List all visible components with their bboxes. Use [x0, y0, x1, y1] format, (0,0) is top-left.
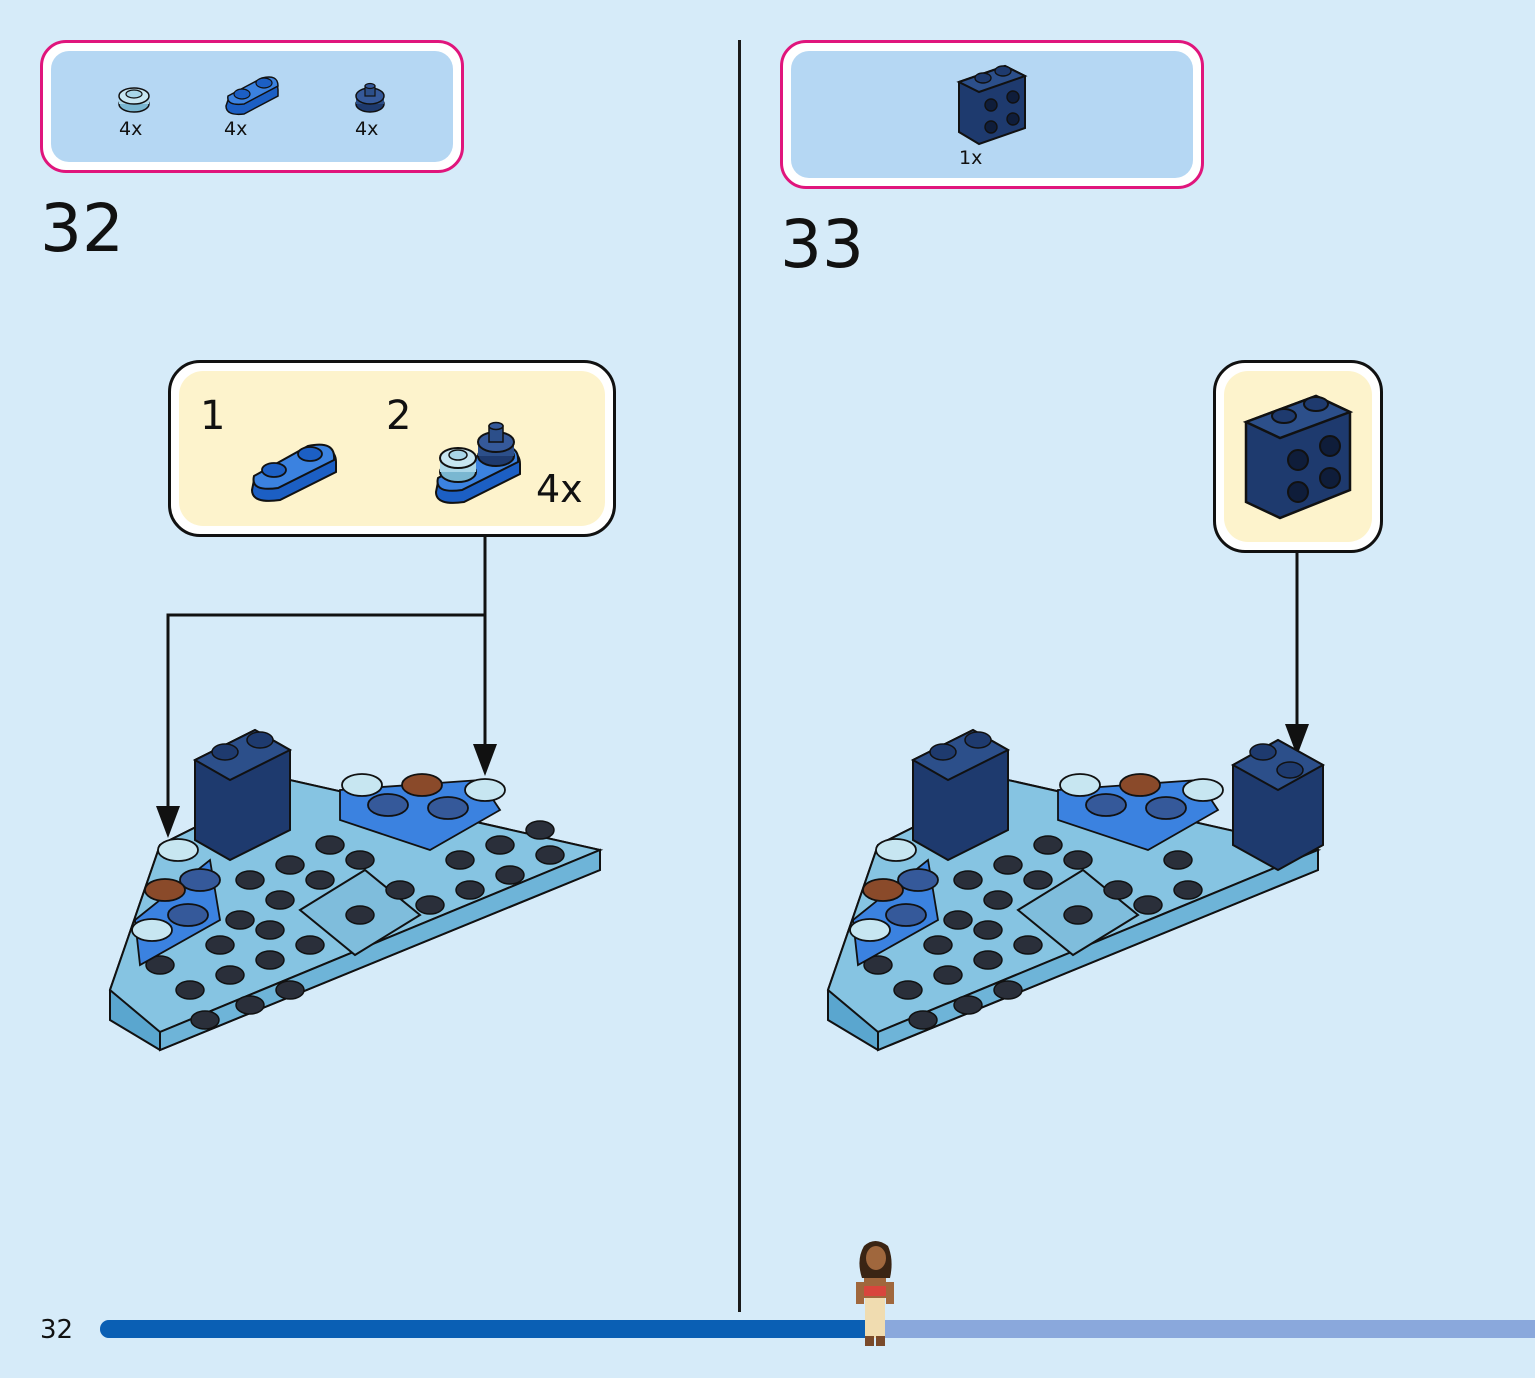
callout-substep-2: 2 — [386, 393, 412, 439]
dark-blue-2x2-brick-with-studs-icon — [956, 64, 1028, 146]
callout-dark-blue-brick-icon — [1242, 394, 1354, 520]
dark-blue-round-stud-icon — [355, 82, 385, 113]
step32-part1-qty: 4x — [119, 118, 143, 140]
callout-assembled-plate-icon — [434, 421, 521, 504]
step33-model — [826, 728, 1326, 1052]
step33-part1-qty: 1x — [959, 147, 983, 169]
minifigure-progress-marker-icon — [856, 1241, 894, 1346]
page-number: 32 — [40, 1315, 74, 1345]
callout-qty: 4x — [536, 467, 583, 511]
callout-substep-1: 1 — [200, 393, 226, 439]
step32-part3-qty: 4x — [355, 118, 379, 140]
step32-model — [108, 728, 604, 1052]
step32-number: 32 — [40, 190, 124, 267]
light-blue-round-plate-icon — [118, 87, 150, 113]
blue-1x2-rounded-plate-icon — [225, 76, 279, 116]
step32-callout — [168, 360, 616, 537]
page-divider — [738, 40, 741, 1312]
step32-part2-qty: 4x — [224, 118, 248, 140]
step33-number: 33 — [780, 206, 864, 283]
progress-bar-fill — [100, 1320, 875, 1338]
callout-blue-plate-icon — [250, 443, 337, 502]
